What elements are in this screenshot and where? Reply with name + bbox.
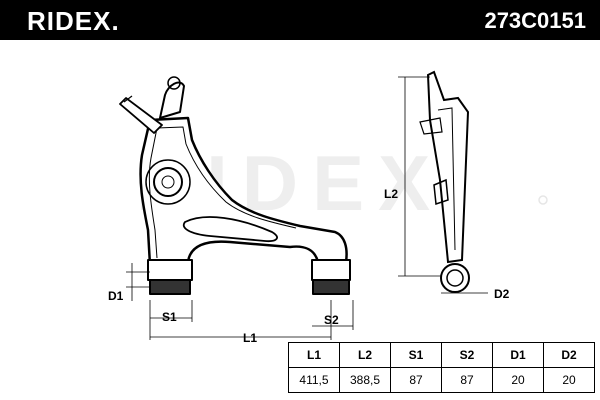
spec-value-l1: 411,5 bbox=[288, 367, 340, 393]
label-l1: L1 bbox=[243, 331, 257, 345]
part-number: 273C0151 bbox=[484, 8, 586, 33]
spec-value-l2: 388,5 bbox=[339, 367, 391, 393]
spec-value-s2: 87 bbox=[441, 367, 493, 393]
spec-value-d2: 20 bbox=[543, 367, 595, 393]
header-bar: RIDEX. 273C0151 bbox=[0, 0, 600, 40]
spec-header-d1: D1 bbox=[492, 342, 544, 368]
spec-header-l1: L1 bbox=[288, 342, 340, 368]
spec-header-s1: S1 bbox=[390, 342, 442, 368]
spec-table-header-row: L1 L2 S1 S2 D1 D2 bbox=[288, 342, 595, 368]
watermark-registered-icon bbox=[538, 195, 548, 205]
brand-logo: RIDEX. bbox=[27, 6, 120, 36]
spec-table-value-row: 411,5 388,5 87 87 20 20 bbox=[288, 367, 595, 393]
label-s1: S1 bbox=[162, 310, 177, 324]
spec-table: L1 L2 S1 S2 D1 D2 411,5 388,5 87 87 20 2… bbox=[288, 342, 595, 393]
spec-header-s2: S2 bbox=[441, 342, 493, 368]
spec-header-d2: D2 bbox=[543, 342, 595, 368]
control-arm-side-view bbox=[419, 70, 470, 293]
label-d2: D2 bbox=[494, 287, 510, 301]
label-s2: S2 bbox=[324, 313, 339, 327]
dimension-lines bbox=[126, 76, 488, 340]
spec-value-s1: 87 bbox=[390, 367, 442, 393]
technical-drawing: RIDEX bbox=[108, 70, 548, 345]
control-arm-front-view bbox=[119, 76, 351, 295]
label-d1: D1 bbox=[108, 289, 124, 303]
label-l2: L2 bbox=[384, 187, 398, 201]
spec-value-d1: 20 bbox=[492, 367, 544, 393]
spec-header-l2: L2 bbox=[339, 342, 391, 368]
